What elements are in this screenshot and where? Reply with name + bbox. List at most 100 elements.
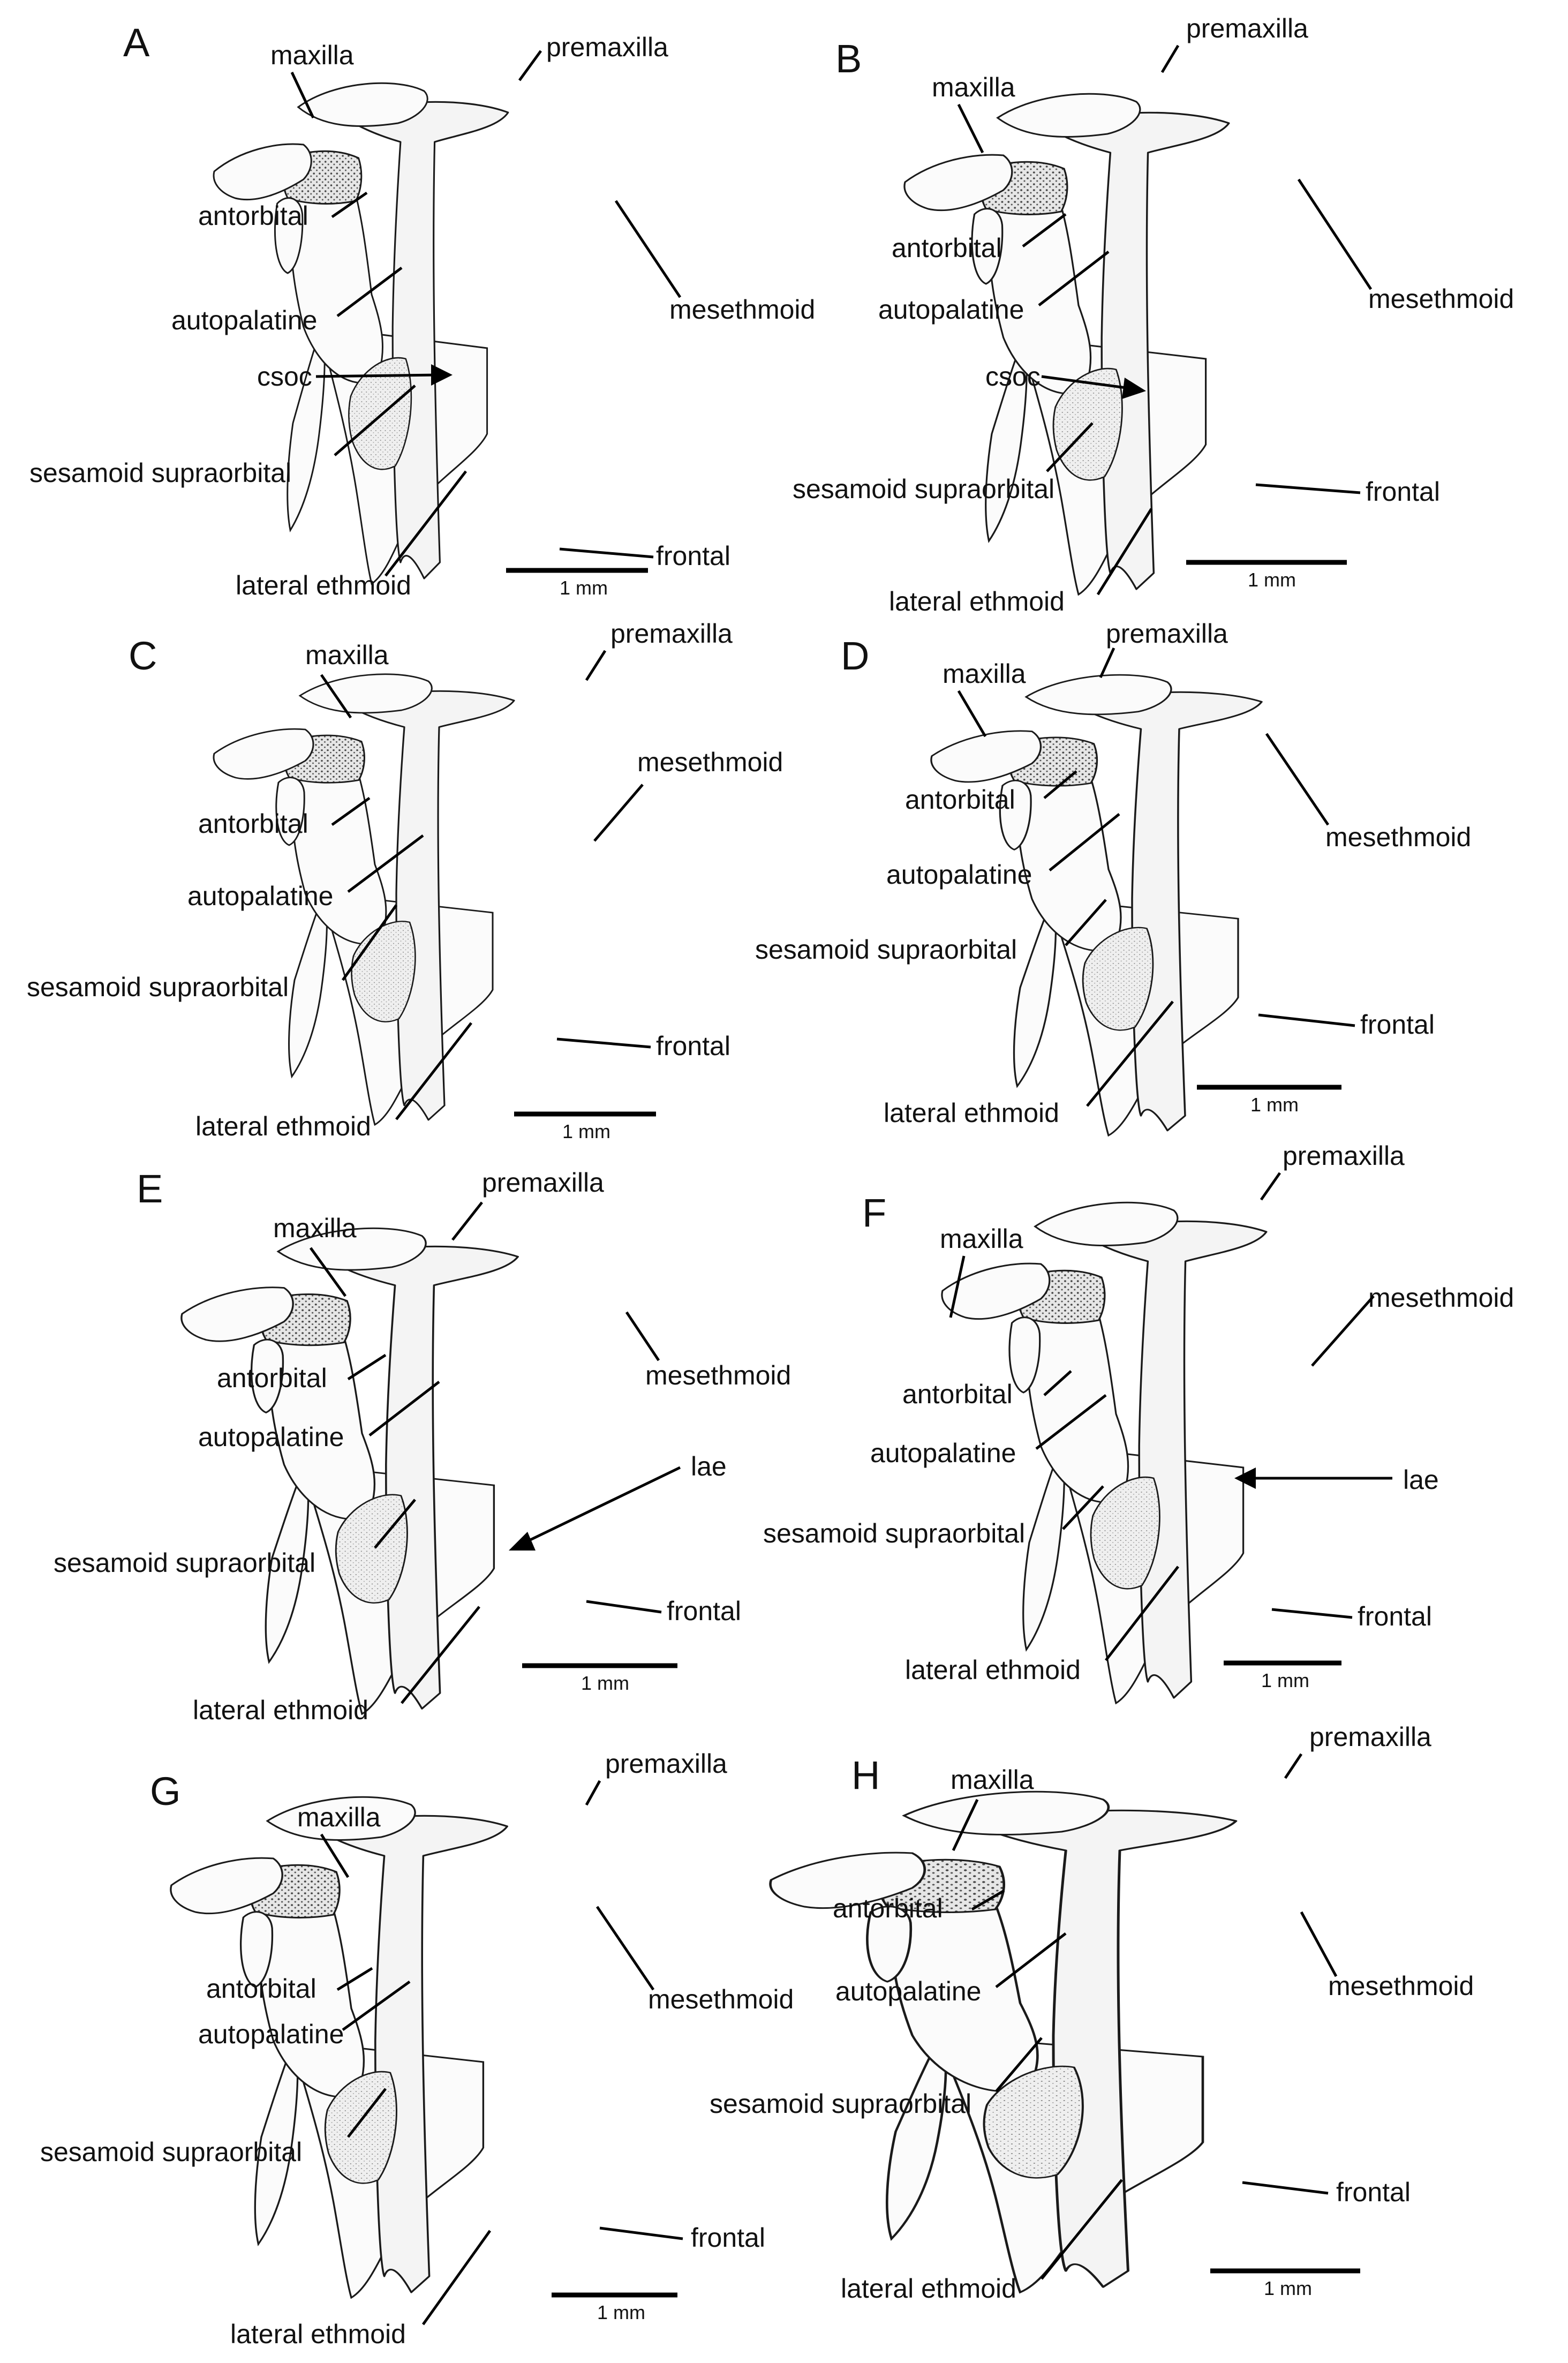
label-autopalatine: autopalatine [878, 295, 1024, 325]
leader-line [341, 904, 398, 981]
leader-line [331, 796, 371, 826]
arrowhead [1234, 1468, 1256, 1489]
label-frontal: frontal [1336, 2177, 1411, 2207]
leader-line [1035, 1394, 1107, 1450]
panel-letter: D [841, 634, 869, 678]
label-antorbital: antorbital [905, 785, 1015, 815]
leader-line [347, 834, 424, 893]
label-antorbital: antorbital [198, 809, 308, 839]
leader-line [1260, 1172, 1281, 1201]
label-mesethmoid: mesethmoid [1368, 284, 1514, 314]
leader-line [952, 1798, 979, 1852]
label-maxilla: maxilla [940, 1224, 1023, 1254]
leader-line [1160, 44, 1180, 73]
leader-line [518, 50, 542, 81]
label-autopalatine: autopalatine [886, 860, 1032, 890]
leader-line [1284, 1753, 1303, 1779]
leader-line [1046, 422, 1094, 472]
leader-line [957, 103, 984, 154]
label-frontal: frontal [656, 541, 730, 571]
label-lateral-ethmoid: lateral ethmoid [889, 586, 1065, 616]
label-lateral-ethmoid: lateral ethmoid [195, 1111, 371, 1141]
label-frontal: frontal [1366, 477, 1440, 507]
leader-line [1258, 1013, 1355, 1027]
leader-line [347, 2088, 387, 2138]
leader-line [1300, 1911, 1338, 1977]
leader-line [585, 650, 607, 681]
leader-line [336, 1967, 373, 1991]
label-mesethmoid: mesethmoid [1325, 822, 1471, 852]
leader-line [421, 2230, 492, 2326]
leader-line [1022, 213, 1067, 247]
label-lae: lae [691, 1451, 727, 1481]
label-sesamoid-supraorbital: sesamoid supraorbital [40, 2137, 302, 2167]
leader-line [595, 1906, 655, 1991]
label-autopalatine: autopalatine [198, 2019, 344, 2049]
label-lateral-ethmoid: lateral ethmoid [236, 570, 411, 600]
label-premaxilla: premaxilla [1106, 619, 1228, 649]
panel-letter: A [123, 20, 150, 65]
panel-letter: C [129, 634, 157, 678]
leader-line [331, 191, 368, 219]
label-frontal: frontal [656, 1031, 730, 1061]
label-mesethmoid: mesethmoid [645, 1360, 791, 1390]
leader-line [290, 71, 315, 119]
leader-line [949, 1255, 966, 1318]
label-antorbital: antorbital [892, 233, 1002, 263]
panel-c: C maxilla premaxilla antorbital mesethmo… [27, 619, 783, 1142]
arrowhead [431, 364, 453, 386]
leader-line [1043, 770, 1077, 799]
leader-line [334, 385, 416, 456]
label-csoc: csoc [985, 362, 1041, 392]
label-lateral-ethmoid: lateral ethmoid [905, 1655, 1081, 1685]
panel-g: G premaxilla maxilla antorbital mesethmo… [40, 1749, 794, 2349]
label-lateral-ethmoid: lateral ethmoid [230, 2319, 406, 2349]
label-maxilla: maxilla [297, 1802, 381, 1832]
leader-line [1038, 251, 1110, 306]
leader-line [320, 674, 352, 719]
leader-line [585, 1780, 601, 1806]
label-antorbital: antorbital [206, 1974, 316, 2004]
label-antorbital: antorbital [198, 201, 308, 231]
scale-label: 1 mm [1250, 1094, 1299, 1116]
panel-letter: F [862, 1191, 886, 1235]
label-antorbital: antorbital [833, 1893, 943, 1923]
label-lateral-ethmoid: lateral ethmoid [193, 1695, 368, 1725]
label-autopalatine: autopalatine [171, 305, 317, 335]
leader-line [1311, 1295, 1375, 1367]
leader-line [1297, 178, 1373, 290]
panel-letter: H [851, 1753, 880, 1797]
label-premaxilla: premaxilla [1186, 13, 1308, 43]
leader-line [385, 470, 467, 577]
label-antorbital: antorbital [217, 1363, 327, 1393]
label-lateral-ethmoid: lateral ethmoid [884, 1098, 1059, 1128]
arrow-line [524, 1466, 681, 1544]
arrowhead [1122, 378, 1146, 399]
skull-drawing [903, 93, 1230, 596]
skull-drawing [930, 674, 1263, 1137]
leader-line [1265, 733, 1330, 826]
leader-line [625, 1311, 660, 1361]
label-sesamoid-supraorbital: sesamoid supraorbital [29, 458, 291, 488]
leader-line [995, 1932, 1067, 1988]
label-maxilla: maxilla [270, 40, 354, 70]
panel-b: B maxilla premaxilla antorbital autopala… [793, 13, 1514, 616]
leader-line [320, 1833, 350, 1878]
label-premaxilla: premaxilla [1283, 1141, 1405, 1171]
panel-f: F premaxilla maxilla mesethmoid antorbit… [763, 1141, 1514, 1704]
label-autopalatine: autopalatine [198, 1422, 344, 1452]
scale-label: 1 mm [1248, 569, 1296, 591]
leader-line [401, 1606, 480, 1704]
label-maxilla: maxilla [932, 72, 1015, 102]
leader-line [336, 267, 403, 317]
label-maxilla: maxilla [943, 659, 1026, 689]
label-premaxilla: premaxilla [482, 1168, 604, 1198]
leader-line [957, 690, 987, 738]
label-premaxilla: premaxilla [610, 619, 733, 649]
leader-line [451, 1201, 483, 1241]
panel-letter: G [150, 1769, 181, 1813]
panel-h: H premaxilla maxilla antorbital mesethmo… [710, 1722, 1474, 2304]
arrow-line [1041, 375, 1130, 390]
scale-label: 1 mm [1261, 1669, 1309, 1691]
